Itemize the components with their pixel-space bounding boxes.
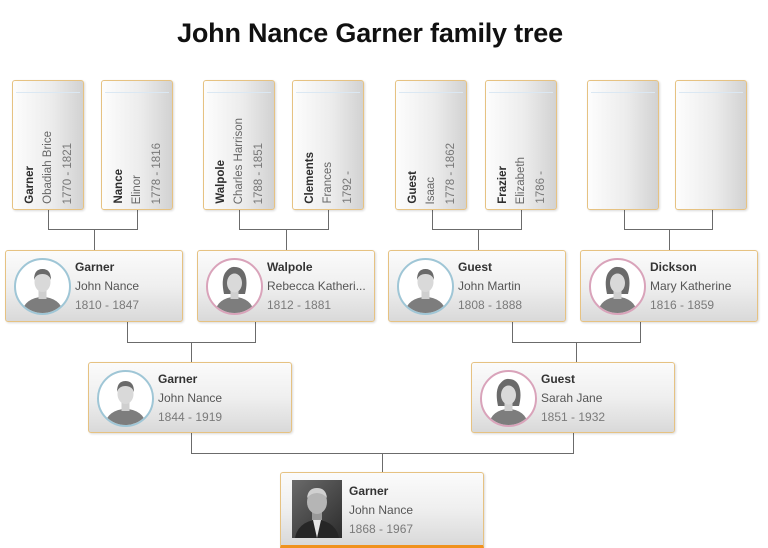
given-name: Mary Katherine <box>650 279 732 293</box>
card-highlight <box>105 92 169 93</box>
surname: Clements <box>304 152 316 204</box>
life-dates: 1778 - 1862 <box>445 142 457 204</box>
person-card-subject[interactable]: Garner John Nance 1868 - 1967 <box>280 472 484 548</box>
connector <box>512 322 513 342</box>
person-card-great-grandparent[interactable]: Nance Elinor 1778 - 1816 <box>101 80 173 210</box>
surname: Frazier <box>497 166 509 204</box>
card-highlight <box>16 92 80 93</box>
connector <box>573 433 574 453</box>
life-dates: 1792 - <box>342 171 354 204</box>
person-card-great-grandparent[interactable]: Guest Isaac 1778 - 1862 <box>395 80 467 210</box>
connector <box>478 229 479 250</box>
given-name: Charles Harrison <box>233 117 245 204</box>
surname: Garner <box>158 372 198 386</box>
connector <box>624 210 625 229</box>
given-name: John Nance <box>75 279 140 293</box>
connector <box>191 342 192 362</box>
given-name: Elizabeth <box>515 156 527 204</box>
given-name: Isaac <box>425 176 437 205</box>
card-highlight <box>489 92 553 93</box>
connector <box>576 342 577 362</box>
female-avatar-icon <box>206 258 263 315</box>
life-dates: 1851 - 1932 <box>541 410 606 424</box>
surname: Guest <box>407 171 419 204</box>
person-card-grandparent[interactable]: Guest John Martin 1808 - 1888 <box>388 250 566 322</box>
life-dates: 1786 - <box>535 171 547 204</box>
given-name: John Nance <box>349 503 414 517</box>
person-card-grandparent[interactable]: Garner John Nance 1810 - 1847 <box>5 250 183 322</box>
surname: Garner <box>75 260 115 274</box>
life-dates: 1788 - 1851 <box>253 142 265 204</box>
surname: Garner <box>24 166 36 204</box>
given-name: John Nance <box>158 391 223 405</box>
life-dates: 1810 - 1847 <box>75 298 140 312</box>
surname: Garner <box>349 484 389 498</box>
life-dates: 1868 - 1967 <box>349 522 414 536</box>
life-dates: 1778 - 1816 <box>151 142 163 204</box>
surname: Nance <box>113 169 125 204</box>
given-name: Rebecca Katheri... <box>267 279 366 293</box>
card-highlight <box>591 92 655 93</box>
connector <box>48 210 49 229</box>
person-card-grandparent[interactable]: Walpole Rebecca Katheri... 1812 - 1881 <box>197 250 375 322</box>
life-dates: 1770 - 1821 <box>62 142 74 204</box>
female-avatar-icon <box>589 258 646 315</box>
surname: Walpole <box>267 260 313 274</box>
person-card-father[interactable]: Garner John Nance 1844 - 1919 <box>88 362 292 433</box>
card-highlight <box>296 92 360 93</box>
person-card-great-grandparent[interactable]: Frazier Elizabeth 1786 - <box>485 80 557 210</box>
connector <box>328 210 329 229</box>
connector <box>137 210 138 229</box>
male-avatar-icon <box>97 370 154 427</box>
life-dates: 1808 - 1888 <box>458 298 523 312</box>
connector <box>127 322 128 342</box>
given-name: John Martin <box>458 279 521 293</box>
connector <box>624 229 713 230</box>
person-card-great-grandparent[interactable]: Garner Obadiah Brice 1770 - 1821 <box>12 80 84 210</box>
given-name: Obadiah Brice <box>42 131 54 204</box>
connector <box>640 322 641 342</box>
life-dates: 1812 - 1881 <box>267 298 332 312</box>
connector <box>94 229 95 250</box>
connector <box>669 229 670 250</box>
page-title: John Nance Garner family tree <box>177 18 563 48</box>
person-card-great-grandparent[interactable]: Walpole Charles Harrison 1788 - 1851 <box>203 80 275 210</box>
female-avatar-icon <box>480 370 537 427</box>
surname: Guest <box>458 260 493 274</box>
surname: Guest <box>541 372 576 386</box>
male-avatar-icon <box>397 258 454 315</box>
given-name: Frances <box>322 162 334 204</box>
card-highlight <box>207 92 271 93</box>
person-card-mother[interactable]: Guest Sarah Jane 1851 - 1932 <box>471 362 675 433</box>
person-card-great-grandparent[interactable]: Clements Frances 1792 - <box>292 80 364 210</box>
surname: Dickson <box>650 260 697 274</box>
given-name: Sarah Jane <box>541 391 603 405</box>
connector <box>239 210 240 229</box>
portrait-photo <box>292 480 342 538</box>
connector <box>239 229 329 230</box>
person-card-great-grandparent-empty[interactable] <box>675 80 747 210</box>
person-card-grandparent[interactable]: Dickson Mary Katherine 1816 - 1859 <box>580 250 758 322</box>
life-dates: 1816 - 1859 <box>650 298 715 312</box>
card-highlight <box>399 92 463 93</box>
connector <box>286 229 287 250</box>
connector <box>712 210 713 229</box>
person-card-great-grandparent-empty[interactable] <box>587 80 659 210</box>
connector <box>255 322 256 342</box>
life-dates: 1844 - 1919 <box>158 410 223 424</box>
card-highlight <box>679 92 743 93</box>
surname: Walpole <box>215 160 227 204</box>
connector <box>382 453 383 472</box>
connector <box>432 229 522 230</box>
male-avatar-icon <box>14 258 71 315</box>
connector <box>191 433 192 453</box>
connector <box>432 210 433 229</box>
connector <box>48 229 138 230</box>
connector <box>521 210 522 229</box>
given-name: Elinor <box>131 174 143 204</box>
